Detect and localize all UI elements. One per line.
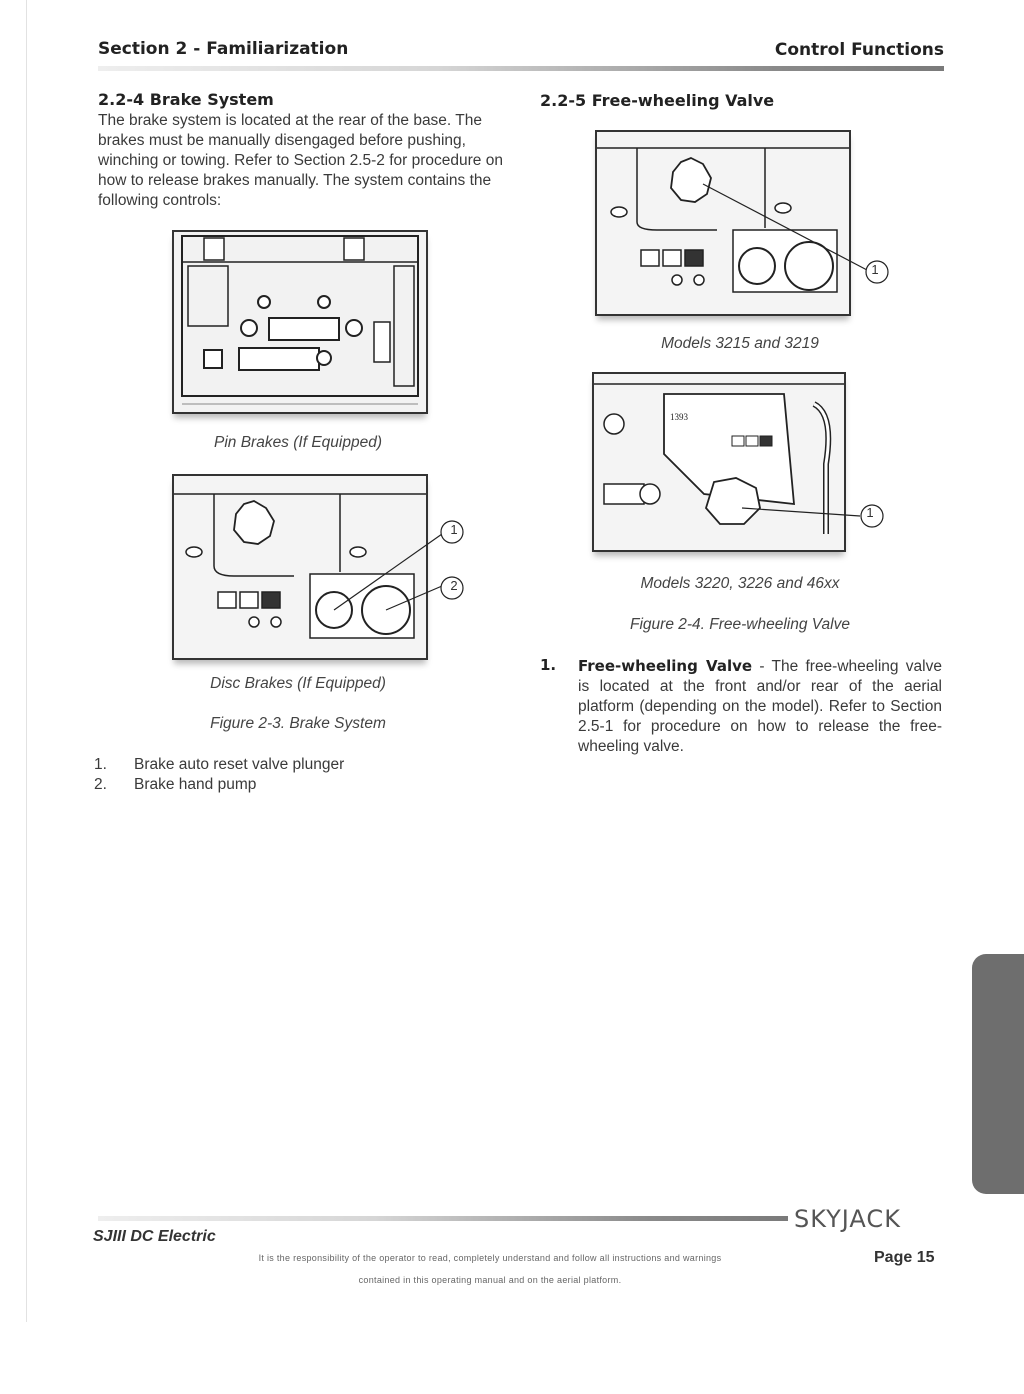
page-heading: Control Functions bbox=[774, 40, 944, 60]
side-tab-label: FAMILIARIZATION bbox=[1005, 1206, 1023, 1362]
brake-list-item-1: 1. Brake auto reset valve plunger bbox=[94, 755, 344, 775]
callout-1-label: 1 bbox=[450, 522, 458, 537]
footer-notice-line-1: It is the responsibility of the operator… bbox=[258, 1253, 722, 1263]
callout-1-label-a: 1 bbox=[871, 262, 879, 277]
callout-2-label: 2 bbox=[450, 578, 458, 593]
free-wheeling-drawing-b: 1393 bbox=[594, 374, 884, 550]
free-wheeling-heading: 2.2-5 Free-wheeling Valve bbox=[540, 91, 775, 110]
figure-2-4-caption: Figure 2-4. Free-wheeling Valve bbox=[630, 616, 850, 633]
list-text: Brake auto reset valve plunger bbox=[134, 756, 345, 773]
free-wheeling-item-number: 1. bbox=[540, 656, 557, 674]
models-3215-3219-caption: Models 3215 and 3219 bbox=[661, 335, 819, 352]
pin-brakes-drawing bbox=[174, 232, 426, 412]
models-3220-3226-46xx-caption: Models 3220, 3226 and 46xx bbox=[640, 575, 840, 592]
footer-model: SJIII DC Electric bbox=[93, 1228, 216, 1245]
disc-brakes-figure bbox=[172, 474, 464, 660]
disc-brakes-drawing bbox=[174, 476, 464, 658]
list-number: 1. bbox=[94, 756, 107, 773]
page-number: Page 15 bbox=[874, 1249, 935, 1266]
page-margin-line bbox=[26, 0, 27, 1322]
footer-notice-line-2: contained in this operating manual and o… bbox=[358, 1275, 622, 1285]
familiarization-side-tab: FAMILIARIZATION bbox=[972, 954, 1024, 1361]
free-wheeling-description: Free-wheeling Valve - The free-wheeling … bbox=[578, 656, 942, 757]
brake-list-item-2: 2. Brake hand pump bbox=[94, 775, 256, 795]
list-text: Brake hand pump bbox=[134, 776, 257, 793]
skyjack-logo: SKYJACK bbox=[794, 1205, 901, 1233]
figure-2-3-caption: Figure 2-3. Brake System bbox=[210, 715, 386, 732]
plate-code: 1393 bbox=[670, 412, 689, 422]
free-wheeling-figure-b: 1393 bbox=[592, 372, 884, 552]
disc-brakes-caption: Disc Brakes (If Equipped) bbox=[210, 675, 386, 692]
callout-1-label-b: 1 bbox=[866, 505, 874, 520]
brake-system-heading: 2.2-4 Brake System bbox=[98, 90, 274, 109]
brake-system-paragraph: The brake system is located at the rear … bbox=[98, 112, 503, 209]
free-wheeling-item-title: Free-wheeling Valve bbox=[578, 657, 753, 675]
free-wheeling-drawing-a bbox=[597, 132, 889, 314]
free-wheeling-item-text: - The free-wheeling valve is located at … bbox=[578, 658, 942, 755]
footer-rule bbox=[98, 1216, 788, 1221]
pin-brakes-figure bbox=[172, 230, 428, 414]
list-number: 2. bbox=[94, 776, 107, 793]
free-wheeling-figure-a bbox=[595, 130, 889, 316]
header-rule bbox=[98, 66, 944, 71]
section-title: Section 2 - Familiarization bbox=[98, 39, 349, 59]
pin-brakes-caption: Pin Brakes (If Equipped) bbox=[213, 434, 382, 451]
